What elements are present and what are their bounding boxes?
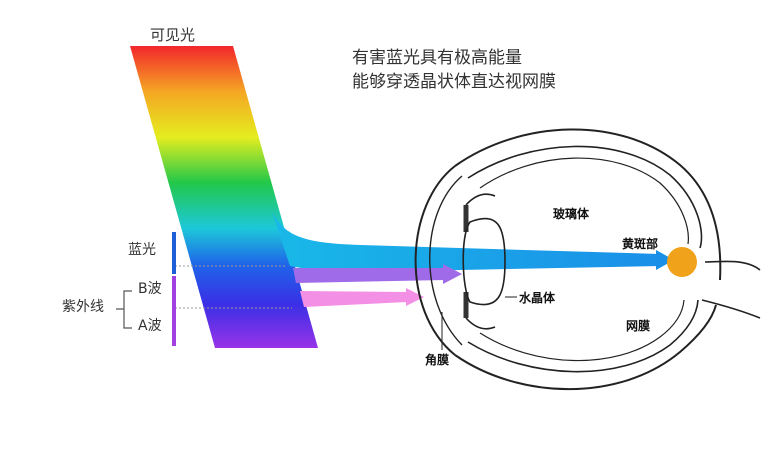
uvb-beam xyxy=(293,268,445,283)
blue-light-bar xyxy=(172,232,176,274)
uva-label: A波 xyxy=(138,319,162,333)
uv-bar xyxy=(172,276,176,346)
lens-label: 水晶体 xyxy=(519,292,555,304)
retina-label: 网膜 xyxy=(626,320,650,332)
uvb-label: B波 xyxy=(138,282,162,296)
cornea-label: 角膜 xyxy=(425,354,449,366)
macula-spot xyxy=(667,247,697,277)
uv-label: 紫外线 xyxy=(62,300,104,314)
uv-bracket xyxy=(116,291,132,328)
headline: 有害蓝光具有极高能量 能够穿透晶状体直达视网膜 xyxy=(352,46,556,94)
headline-line-1: 有害蓝光具有极高能量 xyxy=(352,46,556,70)
vitreous-label: 玻璃体 xyxy=(553,208,589,220)
uva-beam xyxy=(300,291,408,307)
visible-spectrum-band xyxy=(130,46,318,348)
visible-light-label: 可见光 xyxy=(150,28,195,43)
macula-label: 黄斑部 xyxy=(622,238,658,250)
blue-light-label: 蓝光 xyxy=(128,243,156,257)
headline-line-2: 能够穿透晶状体直达视网膜 xyxy=(352,70,556,94)
